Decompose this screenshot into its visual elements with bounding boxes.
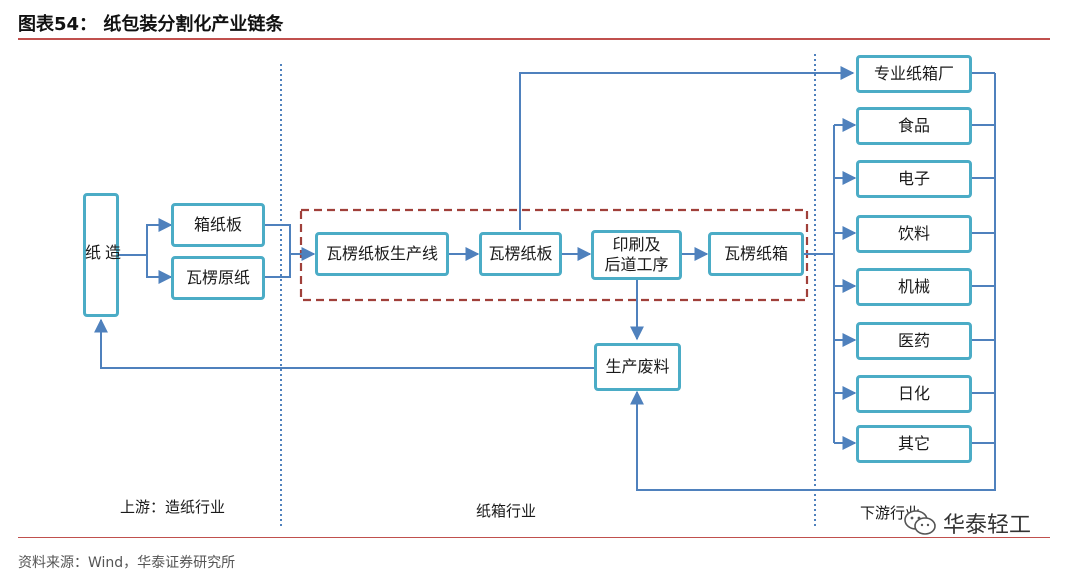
section-upstream-label: 上游：造纸行业	[120, 498, 226, 516]
return-bus-to-waste	[630, 73, 996, 491]
node-corrugated-line: 瓦楞纸板生产线	[315, 232, 449, 276]
node-others: 其它	[856, 425, 972, 463]
section-midstream-label: 纸箱行业	[476, 502, 537, 520]
node-beverage: 饮料	[856, 215, 972, 253]
source-note: 资料来源：Wind，华泰证券研究所	[18, 555, 236, 571]
watermark-text: 华泰轻工	[943, 513, 1032, 538]
node-printing: 印刷及 后道工序	[591, 230, 682, 280]
node-corrugated-board: 瓦楞纸板	[479, 232, 562, 276]
node-electronics: 电子	[856, 160, 972, 198]
node-box-factory: 专业纸箱厂	[856, 55, 972, 93]
title-rule	[18, 38, 1050, 40]
arrow-board-to-boxfactory	[519, 66, 855, 230]
node-medicine: 医药	[856, 322, 972, 360]
node-daily-chemical: 日化	[856, 375, 972, 413]
watermark: 华泰轻工	[903, 507, 1031, 539]
arrow-waste-to-paper	[94, 318, 594, 369]
arrow-paper-to-boxboard	[119, 218, 173, 256]
arrow-corrugating-to-line	[265, 254, 291, 278]
node-corrugated-box: 瓦楞纸箱	[708, 232, 804, 276]
node-corrugating-paper: 瓦楞原纸	[171, 256, 265, 300]
figure-title: 图表54： 纸包装分割化产业链条	[18, 14, 284, 35]
node-waste: 生产废料	[594, 343, 681, 391]
arrow-paper-to-corrugating	[146, 255, 173, 284]
arrow-boxboard-to-line	[265, 224, 316, 261]
footer-rule	[18, 537, 1050, 538]
node-papermaking: 造 纸	[82, 193, 121, 317]
node-food: 食品	[856, 107, 972, 145]
node-machinery: 机械	[856, 268, 972, 306]
wechat-icon	[904, 510, 936, 535]
node-boxboard: 箱纸板	[171, 203, 265, 247]
